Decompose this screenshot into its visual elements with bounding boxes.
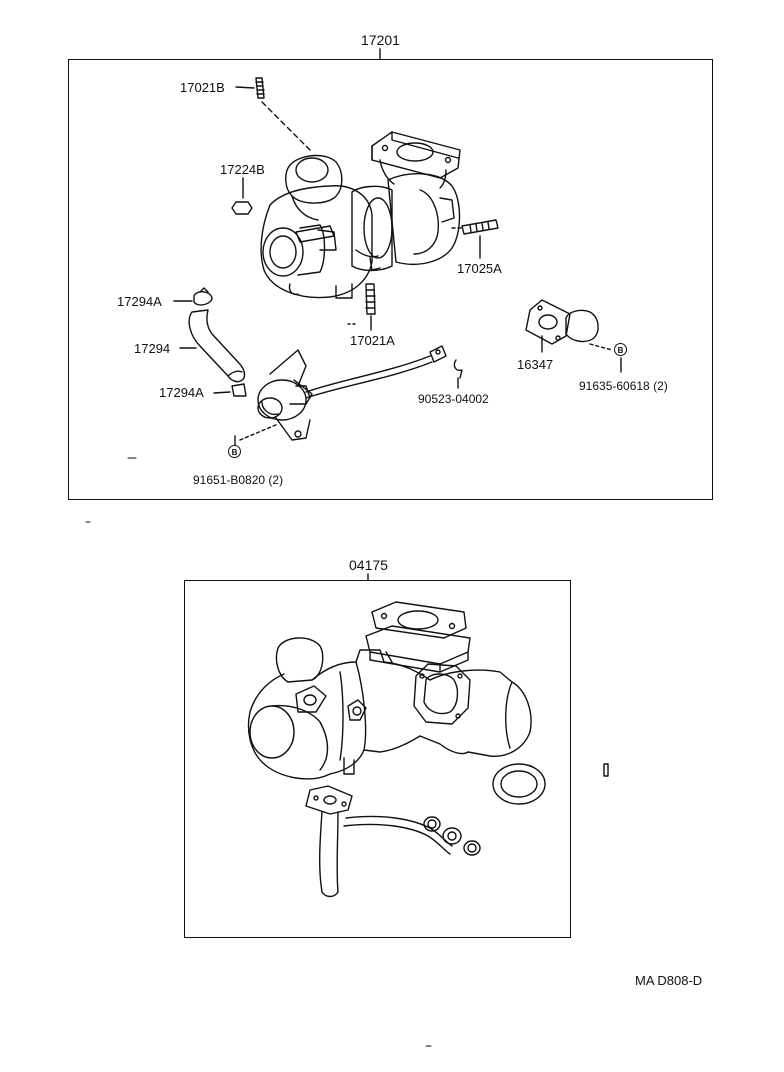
callout-17294A-top: 17294A [117,294,162,309]
bolt-marker-b-right: B [614,343,627,356]
kit-part-number: 04175 [349,557,388,573]
diagram-code: MA D808-D [635,973,703,988]
callout-17224B: 17224B [220,162,265,177]
callout-17025A: 17025A [457,261,502,276]
callout-17021A: 17021A [350,333,395,348]
assembly-part-number: 17201 [361,32,400,48]
callout-17294A-bottom: 17294A [159,385,204,400]
kit-frame [184,580,571,938]
callout-16347: 16347 [517,357,554,372]
callout-91651-B0820: 91651-B0820 (2) [193,473,284,487]
callout-90523-04002: 90523-04002 [418,392,489,406]
callout-17021B: 17021B [180,80,225,95]
callout-91635-60618: 91635-60618 (2) [579,379,668,393]
callout-17294: 17294 [134,341,171,356]
bolt-marker-b-left: B [228,445,241,458]
assembly-frame [68,59,713,500]
